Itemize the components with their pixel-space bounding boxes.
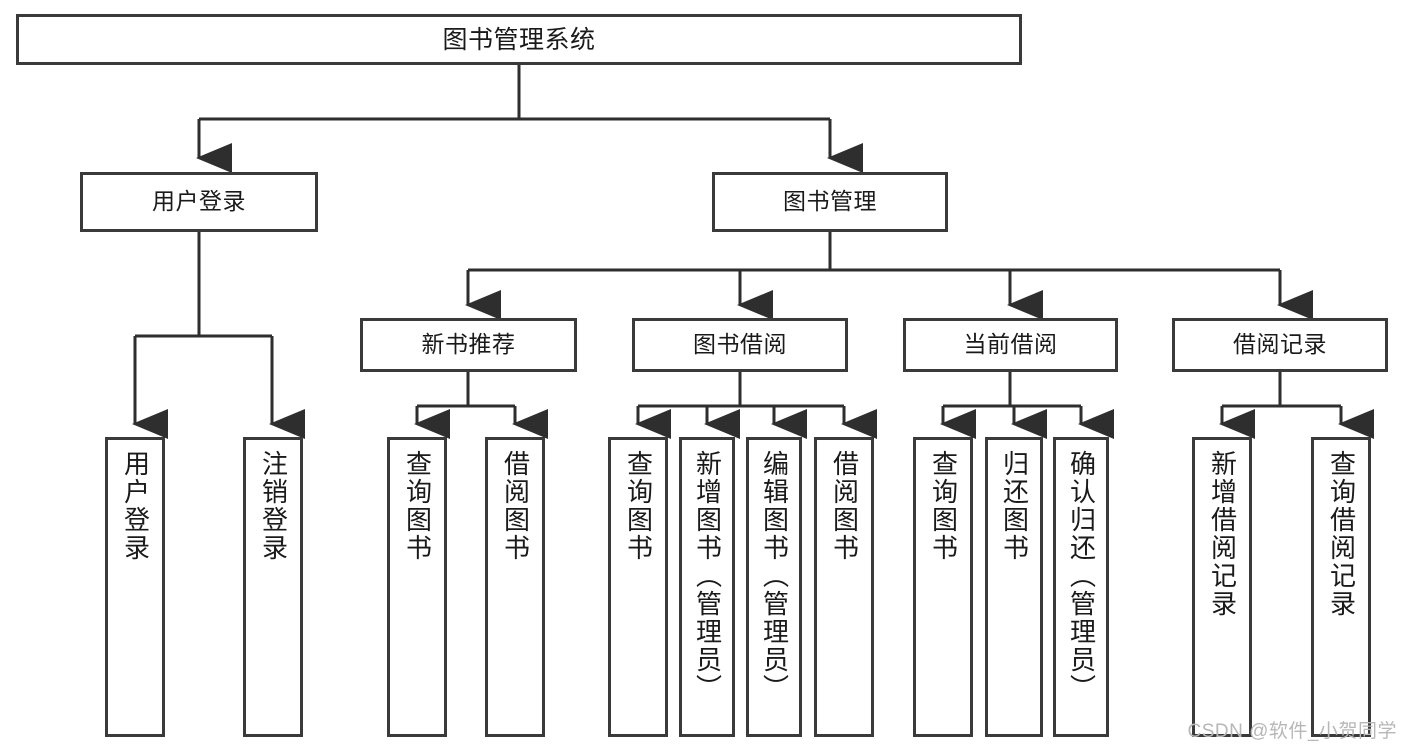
node-borrow-record[interactable]: 借阅记录	[1172, 318, 1388, 372]
node-label: 编辑图书（管理员）	[759, 450, 790, 702]
node-leaf-query-book-3[interactable]: 查询图书	[913, 437, 973, 737]
node-label: 借阅图书	[500, 450, 531, 562]
node-label: 注销登录	[258, 450, 289, 562]
node-leaf-query-book-1[interactable]: 查询图书	[387, 437, 447, 737]
node-label: 用户登录	[152, 188, 246, 215]
node-label: 查询图书	[623, 450, 654, 562]
node-leaf-borrow-book-1[interactable]: 借阅图书	[485, 437, 545, 737]
node-label: 借阅记录	[1233, 331, 1327, 358]
node-leaf-borrow-book-2[interactable]: 借阅图书	[814, 437, 874, 737]
node-root[interactable]: 图书管理系统	[16, 14, 1022, 65]
node-user-login[interactable]: 用户登录	[80, 172, 318, 232]
node-book-borrow[interactable]: 图书借阅	[632, 318, 848, 372]
node-label: 当前借阅	[963, 331, 1058, 358]
node-label: 图书管理系统	[442, 25, 596, 54]
node-label: 查询借阅记录	[1326, 450, 1357, 618]
node-label: 借阅图书	[829, 450, 860, 562]
node-leaf-user-logout[interactable]: 注销登录	[243, 437, 303, 737]
node-label: 图书管理	[783, 188, 877, 215]
node-leaf-edit-book[interactable]: 编辑图书（管理员）	[746, 437, 802, 737]
node-label: 查询图书	[402, 450, 433, 562]
node-label: 查询图书	[928, 450, 959, 562]
node-label: 图书借阅	[693, 331, 787, 358]
node-label: 归还图书	[999, 450, 1030, 562]
node-label: 确认归还（管理员）	[1066, 450, 1097, 702]
node-new-book-rec[interactable]: 新书推荐	[360, 318, 577, 372]
node-leaf-confirm-return[interactable]: 确认归还（管理员）	[1053, 437, 1109, 737]
node-leaf-query-book-2[interactable]: 查询图书	[608, 437, 668, 737]
node-book-manage[interactable]: 图书管理	[712, 172, 948, 232]
node-leaf-user-login[interactable]: 用户登录	[105, 437, 165, 737]
node-label: 新增借阅记录	[1207, 450, 1238, 618]
node-leaf-add-record[interactable]: 新增借阅记录	[1192, 437, 1252, 737]
node-label: 新增图书（管理员）	[692, 450, 723, 702]
node-leaf-add-book[interactable]: 新增图书（管理员）	[679, 437, 735, 737]
node-current-borrow[interactable]: 当前借阅	[903, 318, 1118, 372]
node-leaf-return-book[interactable]: 归还图书	[985, 437, 1043, 737]
node-leaf-query-record[interactable]: 查询借阅记录	[1311, 437, 1371, 737]
node-label: 用户登录	[120, 450, 151, 562]
node-label: 新书推荐	[421, 331, 516, 358]
